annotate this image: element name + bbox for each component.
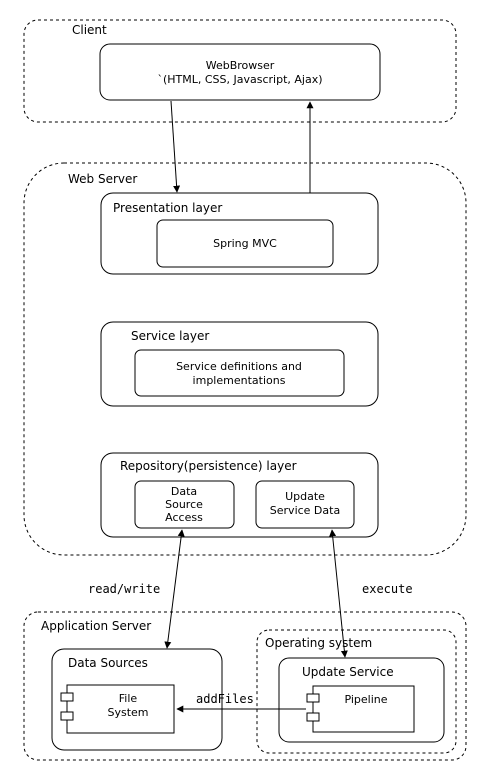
file-system-line1: File <box>119 692 138 705</box>
file-system-component: File System <box>60 684 175 734</box>
presentation-layer-label: Presentation layer <box>113 201 222 215</box>
update-service-data-line1: Update <box>285 490 325 503</box>
web-server-label: Web Server <box>68 172 137 186</box>
read-write-label: read/write <box>88 582 160 596</box>
pipeline-label: Pipeline <box>344 693 387 706</box>
data-source-access-line2: Source <box>165 498 203 511</box>
service-definitions-line2: implementations <box>193 374 286 387</box>
application-server-container: Application Server Data Sources File Sys… <box>23 611 467 761</box>
component-port-icon <box>306 712 320 722</box>
execute-label: execute <box>362 582 413 596</box>
pipeline-component: Pipeline <box>306 685 415 733</box>
service-layer-label: Service layer <box>131 329 209 343</box>
operating-system-label: Operating system <box>265 636 372 650</box>
update-service-data-box <box>255 480 355 529</box>
presentation-layer: Presentation layer Spring MVC <box>100 192 379 275</box>
data-sources-label: Data Sources <box>68 656 148 670</box>
web-browser-box <box>99 43 381 101</box>
spring-mvc-label: Spring MVC <box>213 237 277 250</box>
file-system-line2: System <box>107 706 148 719</box>
client-label: Client <box>72 23 107 37</box>
data-source-access-box <box>134 480 235 529</box>
web-browser-title: WebBrowser <box>206 59 275 72</box>
execute-arrow <box>329 529 348 658</box>
update-service-label: Update Service <box>302 665 394 679</box>
component-port-icon <box>60 692 74 702</box>
data-source-access-line3: Access <box>165 511 203 524</box>
add-files-label: addFiles <box>196 692 254 706</box>
operating-system-container: Operating system Update Service Pipeline <box>256 629 457 754</box>
web-browser-tech: `(HTML, CSS, Javascript, Ajax) <box>157 73 322 86</box>
repository-layer: Repository(persistence) layer Data Sourc… <box>100 452 379 538</box>
application-server-label: Application Server <box>41 619 151 633</box>
service-definitions-box <box>134 349 345 397</box>
spring-mvc-box <box>156 219 334 268</box>
client-container: Client WebBrowser `(HTML, CSS, Javascrip… <box>23 19 457 123</box>
component-port-icon <box>60 711 74 721</box>
update-service-data-line2: Service Data <box>270 504 340 517</box>
read-write-arrow <box>164 529 185 649</box>
update-service-box: Update Service Pipeline <box>278 657 445 743</box>
service-definitions-line1: Service definitions and <box>176 360 302 373</box>
component-port-icon <box>306 693 320 703</box>
repository-layer-label: Repository(persistence) layer <box>120 459 297 473</box>
browser-to-presentation-arrow <box>170 100 181 193</box>
data-source-access-line1: Data <box>171 485 197 498</box>
web-server-container: Web Server Presentation layer Spring MVC… <box>23 162 467 556</box>
data-sources-box: Data Sources File System <box>51 648 223 751</box>
service-layer: Service layer Service definitions and im… <box>100 321 379 407</box>
